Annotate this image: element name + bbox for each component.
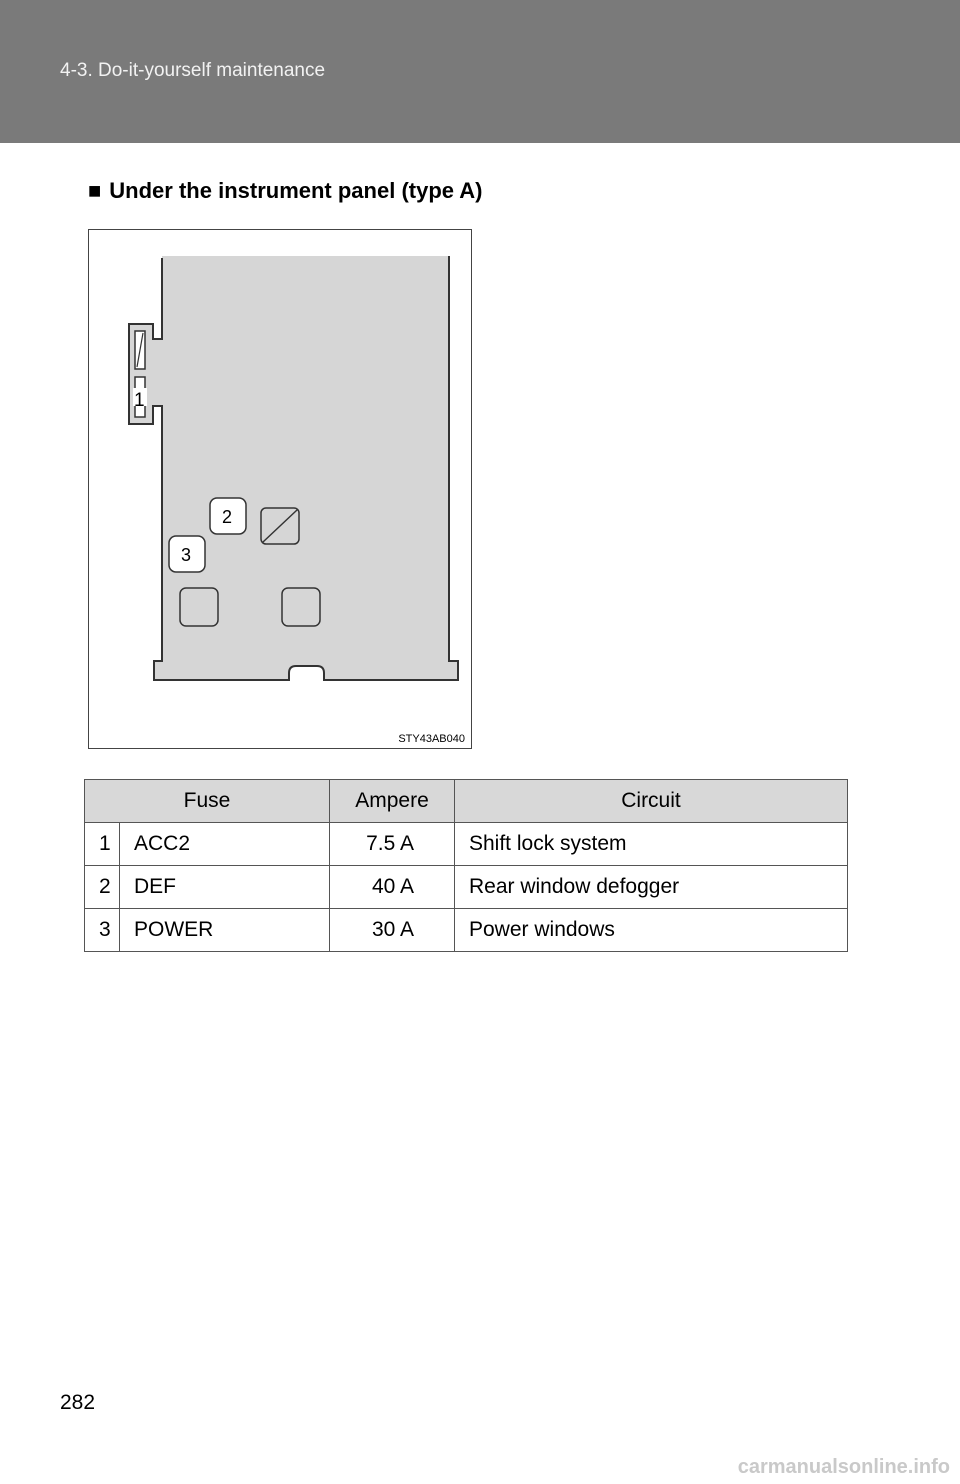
callout-1: 1 <box>134 390 145 411</box>
fuse-name: POWER <box>119 908 330 952</box>
circuit-name: Shift lock system <box>454 822 848 866</box>
watermark: carmanualsonline.info <box>737 1456 950 1478</box>
header-ampere: Ampere <box>329 779 455 823</box>
table-row: 3 POWER 30 A Power windows <box>84 908 848 952</box>
fuse-name: DEF <box>119 865 330 909</box>
chapter-title: 4-3. Do-it-yourself maintenance <box>60 60 326 81</box>
fuse-slot-4 <box>281 587 321 627</box>
ampere-value: 7.5 A <box>329 822 455 866</box>
circuit-name: Power windows <box>454 908 848 952</box>
section-heading-text: Under the instrument panel (type A) <box>109 178 483 203</box>
figure-code: STY43AB040 <box>398 733 465 745</box>
fuse-name: ACC2 <box>119 822 330 866</box>
fuse-table: Fuse Ampere Circuit 1 ACC2 7.5 A Shift l… <box>84 779 848 952</box>
row-number: 2 <box>84 865 120 909</box>
ampere-value: 30 A <box>329 908 455 952</box>
table-row: 1 ACC2 7.5 A Shift lock system <box>84 822 848 866</box>
page-header: 4-3. Do-it-yourself maintenance <box>0 0 960 143</box>
svg-text:3: 3 <box>181 545 191 565</box>
row-number: 3 <box>84 908 120 952</box>
row-number: 1 <box>84 822 120 866</box>
table-row: 2 DEF 40 A Rear window defogger <box>84 865 848 909</box>
fuse-box-drawing: 1 2 3 <box>128 256 459 681</box>
header-fuse: Fuse <box>84 779 330 823</box>
table-header-row: Fuse Ampere Circuit <box>84 779 848 823</box>
header-circuit: Circuit <box>454 779 848 823</box>
ampere-value: 40 A <box>329 865 455 909</box>
svg-text:2: 2 <box>222 507 232 527</box>
fuse-slot-3 <box>179 587 219 627</box>
fuse-box-diagram: 1 2 3 STY43AB040 <box>88 229 472 749</box>
square-bullet-icon: ■ <box>88 178 102 203</box>
circuit-name: Rear window defogger <box>454 865 848 909</box>
fuse-panel-outline <box>129 256 458 680</box>
page-number: 282 <box>60 1391 96 1414</box>
section-heading: ■ Under the instrument panel (type A) <box>88 178 483 204</box>
